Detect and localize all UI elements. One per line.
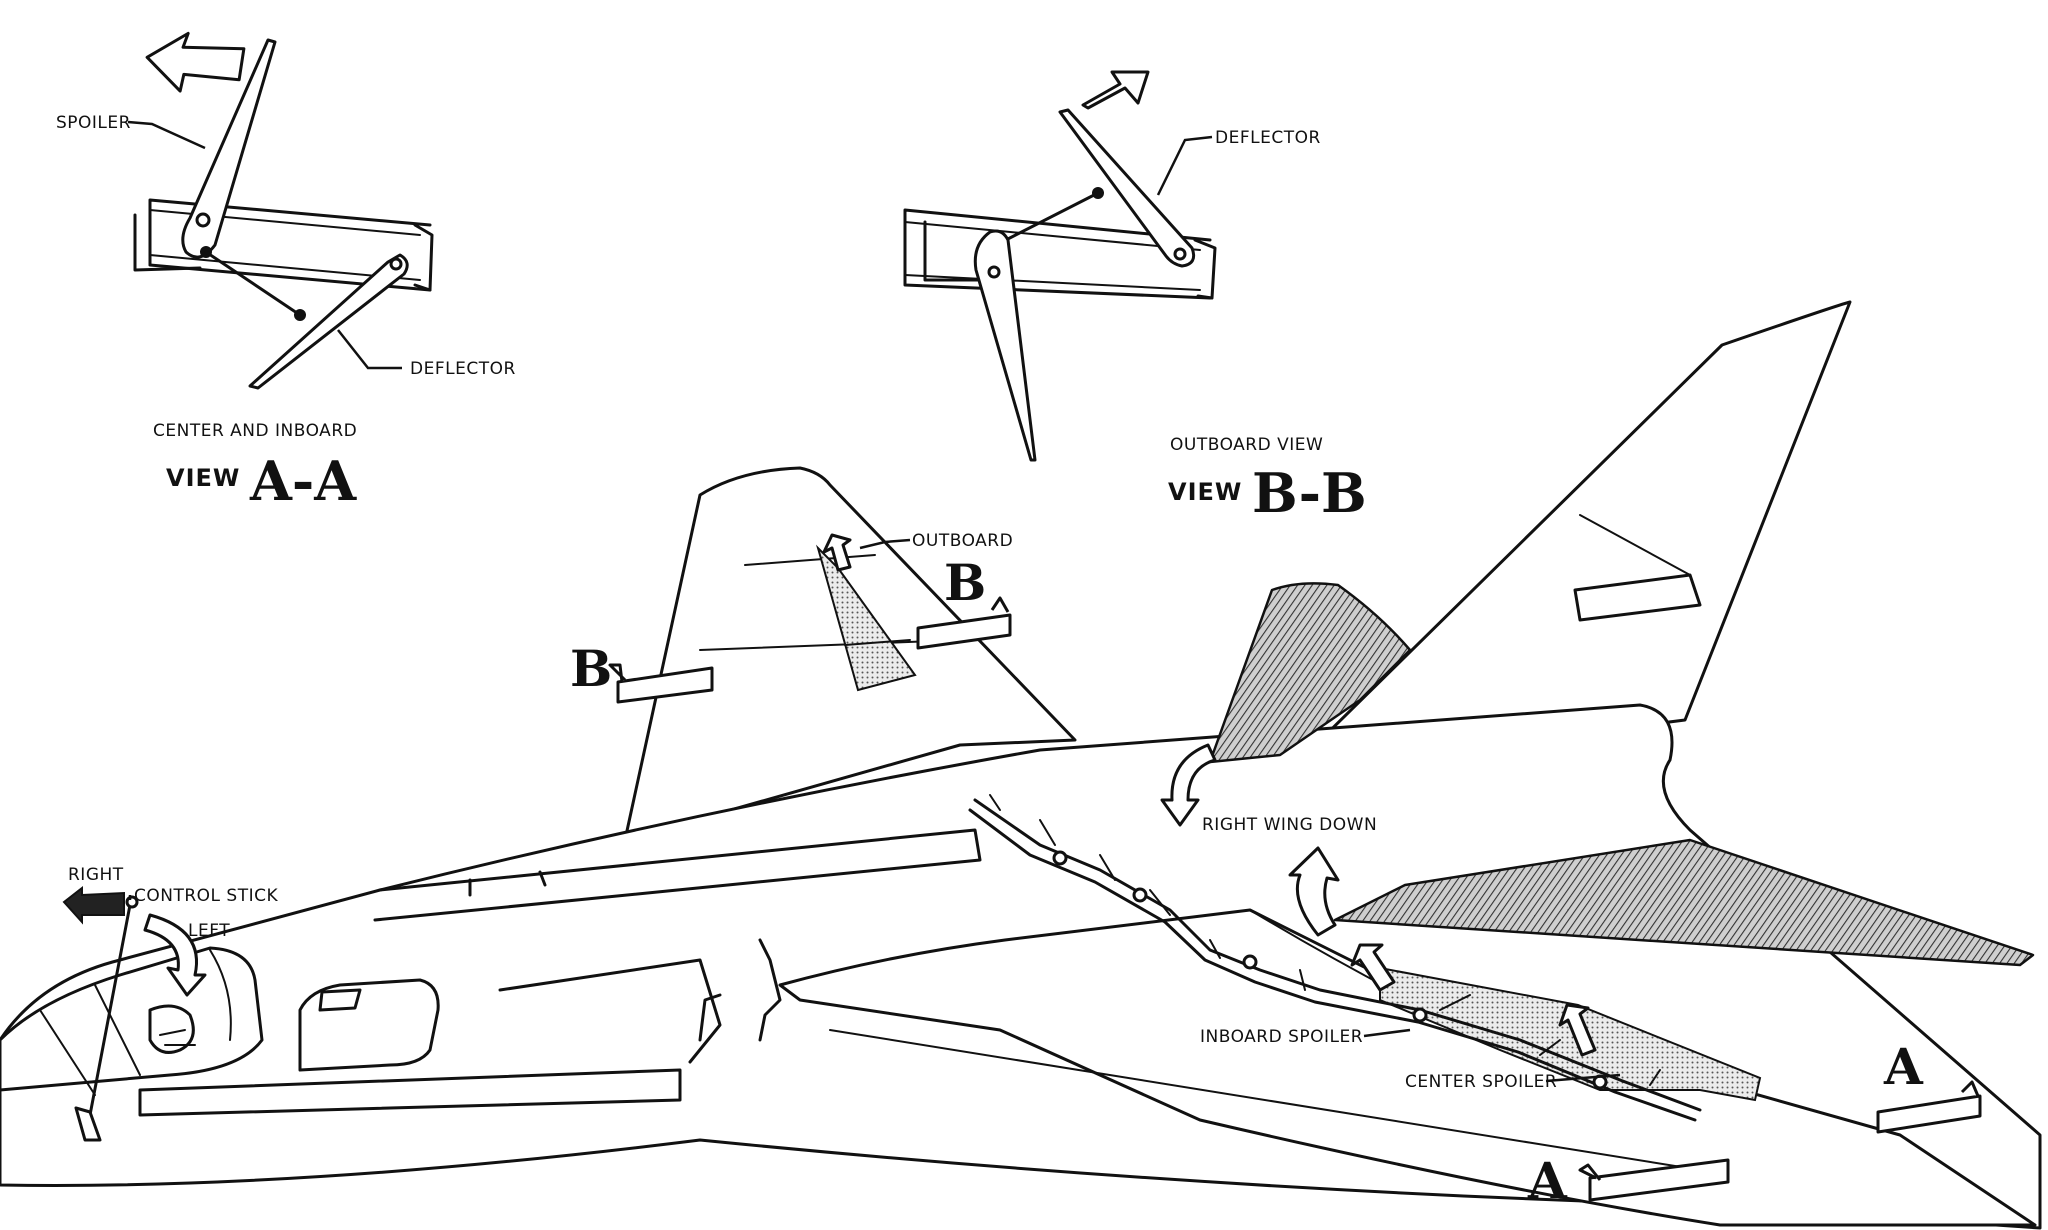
control-stick <box>74 895 139 1142</box>
view-aa-link-joint <box>294 309 306 321</box>
view-bb-view-word: VIEW <box>1168 478 1242 506</box>
view-aa-motion-arrow <box>145 31 246 93</box>
view-bb-section-title: B-B <box>1252 461 1367 525</box>
view-bb-wing-section <box>903 208 1217 300</box>
center-spoiler-up-arrow <box>1558 1003 1597 1057</box>
section-a-right-marker <box>1876 1080 1982 1134</box>
right-wing <box>778 908 2037 1227</box>
view-aa-deflector-label: DEFLECTOR <box>410 359 516 379</box>
left-horizontal-stabilizer <box>1208 582 1412 764</box>
right-horizontal-stabilizer <box>1333 838 2035 967</box>
view-aa-spoiler <box>181 38 277 259</box>
outboard-spoiler-up-arrow <box>822 533 852 572</box>
view-aa-deflector-leader <box>337 329 402 370</box>
left-curved-arrow <box>143 913 207 997</box>
section-b-right-marker <box>916 596 1012 650</box>
fuselage-longeron <box>138 1068 682 1117</box>
view-aa-view-word: VIEW <box>166 464 240 492</box>
pilot-figure <box>148 1004 196 1054</box>
left-label: LEFT <box>188 921 230 941</box>
view-aa-spoiler-leader <box>127 120 206 150</box>
right-arrow <box>62 885 125 925</box>
tail-fairing <box>1573 573 1702 622</box>
section-b-right-letter: B <box>944 553 986 612</box>
spoiler-control-linkage <box>968 794 1702 1122</box>
view-bb-spoiler <box>973 229 1037 462</box>
view-bb-detail: DEFLECTOR OUTBOARD VIEW VIEW B-B <box>903 70 1367 525</box>
view-bb-deflector <box>1058 108 1196 268</box>
control-stick-label: CONTROL STICK <box>134 886 278 906</box>
view-bb-deflector-label: DEFLECTOR <box>1215 128 1321 148</box>
view-aa-link-rod <box>204 250 302 317</box>
section-b-left-marker <box>608 663 714 704</box>
view-aa-subtitle: CENTER AND INBOARD <box>153 421 357 441</box>
view-aa-detail: SPOILER DEFLECTOR CENTER AND INBOARD VIE… <box>56 31 516 513</box>
view-bb-subtitle: OUTBOARD VIEW <box>1170 435 1323 455</box>
center-spoiler-label: CENTER SPOILER <box>1405 1072 1557 1092</box>
left-outboard-spoiler <box>815 544 917 692</box>
view-aa-deflector <box>248 253 409 390</box>
outboard-label: OUTBOARD <box>912 531 1013 551</box>
section-b-left-letter: B <box>570 639 612 698</box>
aircraft-illustration: OUTBOARD RIGHT WING DOWN RIGHT CONTROL S… <box>0 300 2042 1230</box>
section-a-left-letter: A <box>1527 1151 1568 1210</box>
inboard-spoiler-up-arrow <box>1350 943 1396 992</box>
vertical-tail <box>1288 300 1852 772</box>
section-a-left-marker <box>1578 1158 1730 1202</box>
inboard-spoiler-label: INBOARD SPOILER <box>1200 1027 1363 1047</box>
section-a-right-letter: A <box>1883 1037 1924 1096</box>
wing-up-arrow <box>1288 846 1340 937</box>
inboard-spoiler-leader <box>1363 1028 1411 1038</box>
view-aa-spoiler-label: SPOILER <box>56 113 131 133</box>
view-bb-deflector-leader <box>1156 135 1213 196</box>
right-wing-down-label: RIGHT WING DOWN <box>1202 815 1377 835</box>
outboard-leader <box>859 538 911 550</box>
view-bb-motion-arrow <box>1081 70 1150 110</box>
center-spoiler-leader <box>1545 1073 1621 1083</box>
view-aa-section-title: A-A <box>249 449 357 513</box>
right-wing-down-arrow <box>1160 743 1217 827</box>
right-label: RIGHT <box>68 865 124 885</box>
view-bb-link-rod <box>998 191 1100 245</box>
view-aa-spoiler-pivot <box>195 212 211 228</box>
